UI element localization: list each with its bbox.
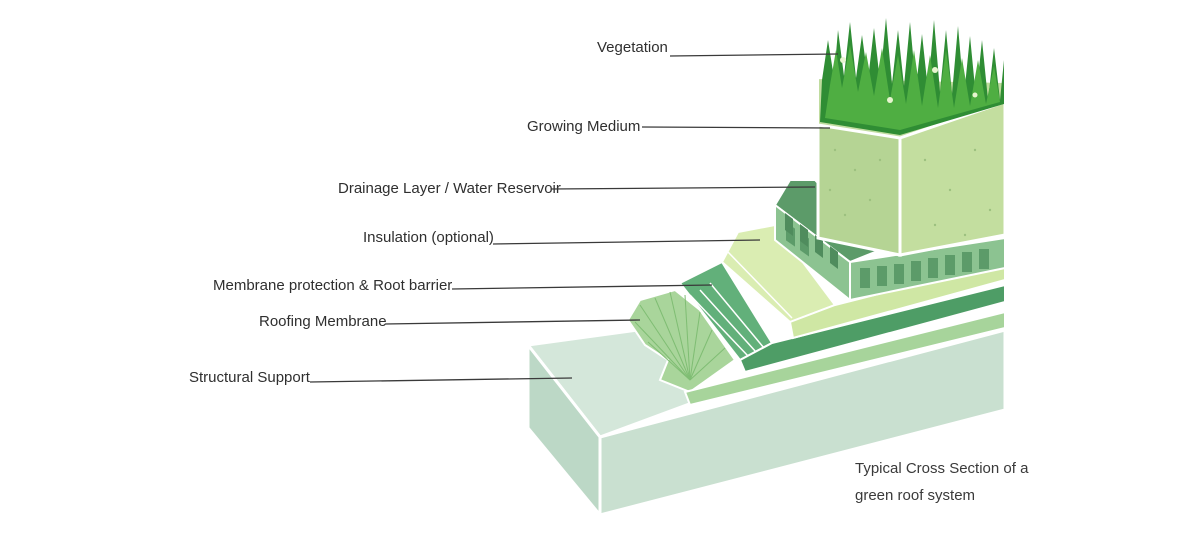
leader-line-insulation xyxy=(493,240,760,244)
label-growing-medium-text: Growing Medium xyxy=(527,118,640,135)
label-roofing-membrane: Roofing Membrane xyxy=(259,313,640,330)
label-drainage: Drainage Layer / Water Reservoir xyxy=(338,180,815,197)
label-drainage-text: Drainage Layer / Water Reservoir xyxy=(338,180,561,197)
caption-line-2: green roof system xyxy=(855,487,975,504)
leader-line-drainage xyxy=(551,187,815,189)
label-structural-support: Structural Support xyxy=(189,369,572,386)
label-roofing-membrane-text: Roofing Membrane xyxy=(259,313,387,330)
label-insulation-text: Insulation (optional) xyxy=(363,229,494,246)
label-growing-medium: Growing Medium xyxy=(527,118,830,135)
caption-line-1: Typical Cross Section of a xyxy=(855,460,1029,477)
leader-line-growing-medium xyxy=(642,127,830,128)
label-membrane-protection: Membrane protection & Root barrier xyxy=(213,277,712,294)
leader-line-roofing-membrane xyxy=(385,320,640,324)
label-structural-support-text: Structural Support xyxy=(189,369,311,386)
label-vegetation: Vegetation xyxy=(597,39,838,56)
label-insulation: Insulation (optional) xyxy=(363,229,760,246)
label-membrane-protection-text: Membrane protection & Root barrier xyxy=(213,277,452,294)
leader-line-vegetation xyxy=(670,54,838,56)
leader-line-membrane-protection xyxy=(452,285,712,289)
diagram-caption: Typical Cross Section of a green roof sy… xyxy=(855,460,1029,504)
label-vegetation-text: Vegetation xyxy=(597,39,668,56)
